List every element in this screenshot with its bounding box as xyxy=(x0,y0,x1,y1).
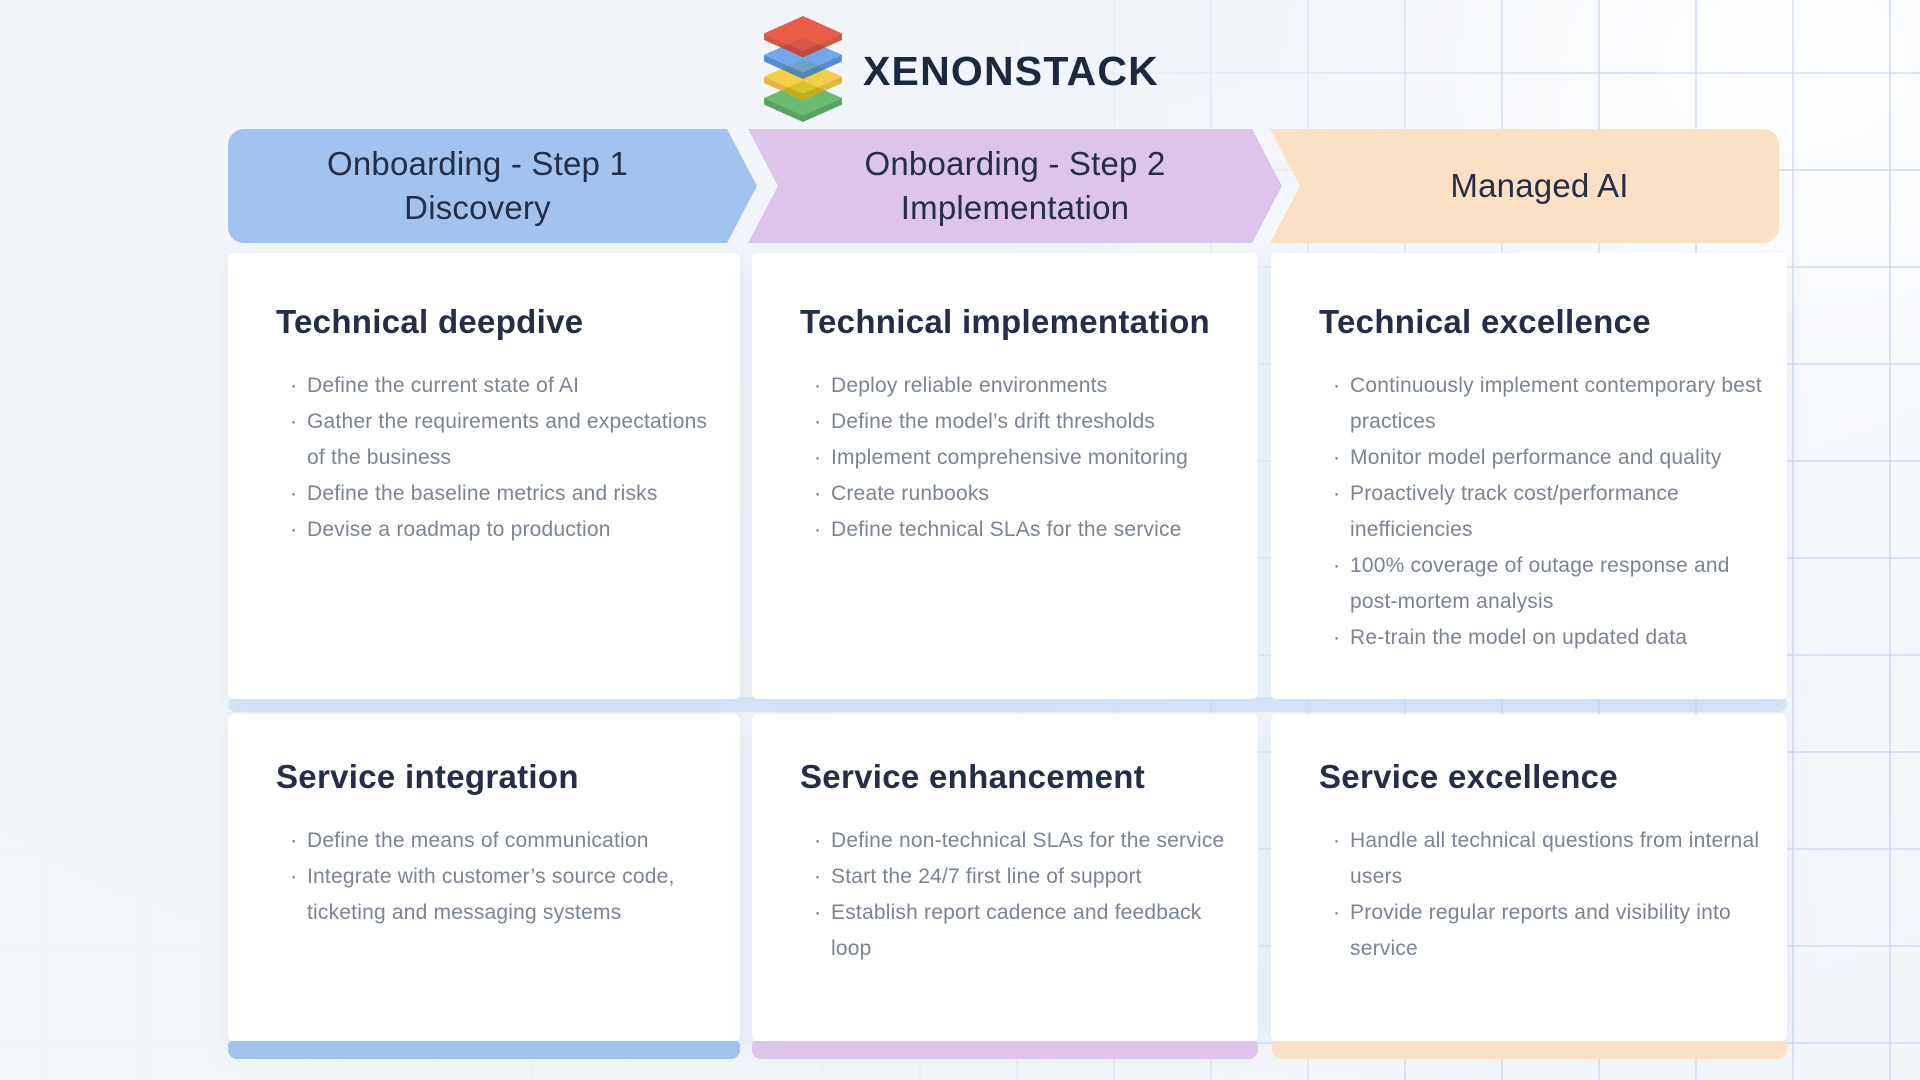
bullet-list: Define the current state of AI Gather th… xyxy=(228,368,740,548)
bullet-item: Define non-technical SLAs for the servic… xyxy=(812,823,1234,859)
bullet-list: Deploy reliable environments Define the … xyxy=(752,368,1258,548)
card-service-integration: Service integration Define the means of … xyxy=(228,714,740,1041)
bullet-item: Provide regular reports and visibility i… xyxy=(1331,895,1763,967)
bullet-item: Create runbooks xyxy=(812,476,1234,512)
stage-header-discovery: Onboarding - Step 1 Discovery xyxy=(228,129,757,243)
bullet-list: Define the means of communication Integr… xyxy=(228,823,740,931)
accent-bar-implementation xyxy=(752,1041,1258,1059)
bullet-item: Handle all technical questions from inte… xyxy=(1331,823,1763,895)
card-technical-implementation: Technical implementation Deploy reliable… xyxy=(752,253,1258,699)
stage-title-line1: Onboarding - Step 2 xyxy=(864,145,1166,182)
card-title: Technical deepdive xyxy=(276,303,584,340)
stage-title-line1: Onboarding - Step 1 xyxy=(327,145,628,182)
bullet-item: Re-train the model on updated data xyxy=(1331,620,1763,656)
brand-logo: XENONSTACK xyxy=(0,16,1920,127)
stage-title-line1: Managed AI xyxy=(1450,167,1629,204)
bullet-item: Deploy reliable environments xyxy=(812,368,1234,404)
bullet-list: Define non-technical SLAs for the servic… xyxy=(752,823,1258,967)
bullet-item: Integrate with customer’s source code, t… xyxy=(288,859,716,931)
card-service-enhancement: Service enhancement Define non-technical… xyxy=(752,714,1258,1041)
card-title: Service integration xyxy=(276,758,579,795)
card-title: Service excellence xyxy=(1319,758,1618,795)
bullet-list: Handle all technical questions from inte… xyxy=(1271,823,1787,967)
brand-name: XENONSTACK xyxy=(863,48,1159,94)
bullet-item: Define the model’s drift thresholds xyxy=(812,404,1234,440)
bullet-item: Define technical SLAs for the service xyxy=(812,512,1234,548)
bullet-item: Define the current state of AI xyxy=(288,368,716,404)
bullet-item: Proactively track cost/performance ineff… xyxy=(1331,476,1763,548)
row-gap-band xyxy=(228,697,1787,712)
bullet-item: Implement comprehensive monitoring xyxy=(812,440,1234,476)
bullet-item: Continuously implement contemporary best… xyxy=(1331,368,1763,440)
bullet-item: Gather the requirements and expectations… xyxy=(288,404,716,476)
accent-bar-managed-ai xyxy=(1272,1041,1787,1059)
card-title: Technical implementation xyxy=(800,303,1210,340)
bullet-item: Define the baseline metrics and risks xyxy=(288,476,716,512)
bullet-item: Establish report cadence and feedback lo… xyxy=(812,895,1234,967)
bullet-list: Continuously implement contemporary best… xyxy=(1271,368,1787,656)
layer-stack-icon xyxy=(761,16,845,127)
card-title: Technical excellence xyxy=(1319,303,1651,340)
bullet-item: 100% coverage of outage response and pos… xyxy=(1331,548,1763,620)
bullet-item: Monitor model performance and quality xyxy=(1331,440,1763,476)
bullet-item: Define the means of communication xyxy=(288,823,716,859)
card-service-excellence: Service excellence Handle all technical … xyxy=(1271,714,1787,1041)
stage-title-line2: Implementation xyxy=(900,189,1130,226)
stage-header-managed-ai: Managed AI xyxy=(1270,129,1779,243)
card-technical-excellence: Technical excellence Continuously implem… xyxy=(1271,253,1787,699)
stage-title-line2: Discovery xyxy=(404,189,551,226)
stage-header-implementation: Onboarding - Step 2 Implementation xyxy=(748,129,1282,243)
card-title: Service enhancement xyxy=(800,758,1146,795)
bullet-item: Devise a roadmap to production xyxy=(288,512,716,548)
card-technical-deepdive: Technical deepdive Define the current st… xyxy=(228,253,740,699)
bullet-item: Start the 24/7 first line of support xyxy=(812,859,1234,895)
accent-bar-discovery xyxy=(228,1041,740,1059)
